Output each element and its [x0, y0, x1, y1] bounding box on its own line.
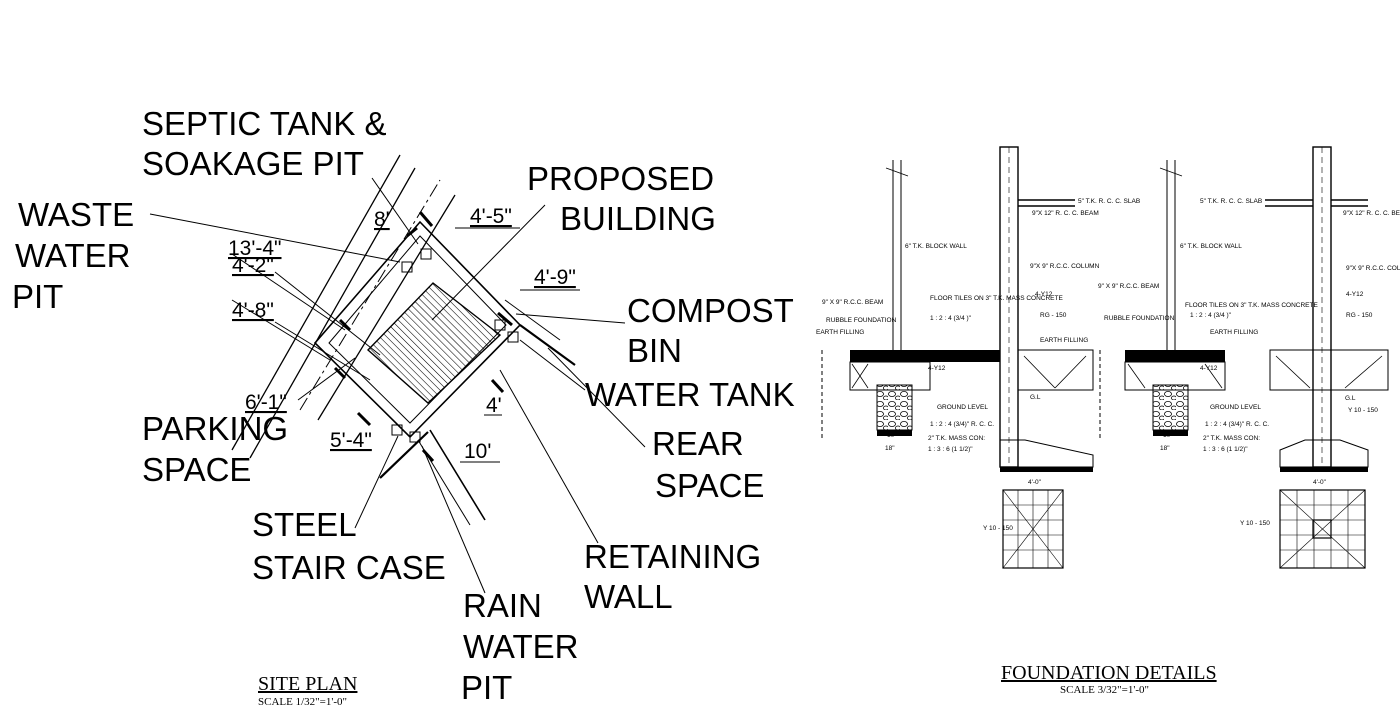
note-rg-1: RG - 150	[1040, 312, 1067, 319]
note-y10-2a: Y 10 - 150	[1348, 407, 1378, 414]
note-gl-2: G.L	[1345, 395, 1356, 402]
dim-5-4: 5'-4"	[330, 429, 372, 452]
dim-4-5: 4'-5"	[470, 205, 512, 228]
dim-13-4: 13'-4"	[228, 237, 282, 260]
dim-8: 8'	[374, 208, 390, 231]
foundation-scale: SCALE 3/32"=1'-0"	[1060, 684, 1149, 696]
dimension-ticks	[333, 211, 513, 463]
rain-water-pit-box	[409, 431, 421, 443]
note-w18-2: 18"	[1160, 445, 1170, 452]
water-tank-box	[507, 331, 519, 343]
note-w10-1: 10"	[887, 432, 897, 439]
note-y10-2: Y 10 - 150	[1240, 520, 1270, 527]
label-parking: PARKING	[142, 410, 288, 447]
dim-6-1: 6'-1"	[245, 391, 287, 414]
note-w10-2: 10"	[1163, 432, 1173, 439]
foundation-details: 5" T.K. R. C. C. SLAB 9"X 12" R. C. C. B…	[816, 146, 1400, 696]
site-plan-scale: SCALE 1/32"=1'-0"	[258, 696, 347, 708]
label-proposed: PROPOSED	[527, 160, 714, 197]
note-earth-1: EARTH FILLING	[816, 329, 864, 336]
label-stair-case: STAIR CASE	[252, 549, 446, 586]
dim-4-2: 4'-2"	[232, 254, 274, 277]
dim-4: 4'	[486, 394, 502, 417]
foundation-detail-1	[821, 146, 1094, 569]
label-wall: WALL	[584, 578, 673, 615]
note-rg-2: RG - 150	[1346, 312, 1373, 319]
site-plan: SEPTIC TANK & SOAKAGE PIT PROPOSED BUILD…	[12, 105, 795, 708]
note-mix-124-1: 1 : 2 : 4 (3/4 )"	[930, 315, 972, 322]
note-w18-1: 18"	[885, 445, 895, 452]
label-rain-pit: PIT	[461, 669, 512, 706]
label-rain: RAIN	[463, 587, 542, 624]
note-floor-tiles-2: FLOOR TILES ON 3" T.K. MASS CONCRETE	[1185, 302, 1318, 309]
note-beam-99-1: 9" X 9" R.C.C. BEAM	[822, 299, 883, 306]
note-bars-2: 4-Y12	[1346, 291, 1364, 298]
note-beam-912-1: 9"X 12" R. C. C. BEAM	[1032, 210, 1099, 217]
label-rain-water: WATER	[463, 628, 578, 665]
note-ground-1: GROUND LEVEL	[937, 404, 988, 411]
leader-lines	[149, 177, 646, 594]
foundation-title: FOUNDATION DETAILS	[1001, 662, 1217, 684]
label-parking-space: SPACE	[142, 451, 251, 488]
proposed-building-footprint	[366, 282, 502, 404]
note-bars-1b: 4-Y12	[928, 365, 946, 372]
compost-bin-box	[494, 319, 506, 331]
label-soakage-pit: SOAKAGE PIT	[142, 145, 364, 182]
label-building: BUILDING	[560, 200, 716, 237]
note-earth-2: EARTH FILLING	[1210, 329, 1258, 336]
site-plan-title: SITE PLAN	[258, 673, 357, 695]
note-block-wall-1: 6" T.K. BLOCK WALL	[905, 243, 967, 250]
note-column-2: 9"X 9" R.C.C. COLUMN	[1346, 265, 1400, 272]
note-column-1: 9"X 9" R.C.C. COLUMN	[1030, 263, 1100, 270]
note-mass-con-1: 2" T.K. MASS CON:	[928, 435, 985, 442]
note-rubble-1: RUBBLE FOUNDATION	[826, 317, 897, 324]
label-bin: BIN	[627, 332, 682, 369]
note-slab-1: 5" T.K. R. C. C. SLAB	[1078, 198, 1140, 205]
note-mix-136-1: 1 : 3 : 6 (1 1/2)"	[928, 446, 973, 453]
label-compost: COMPOST	[627, 292, 794, 329]
note-beam-912-2: 9"X 12" R. C. C. BEAM	[1343, 210, 1400, 217]
note-floor-tiles-1: FLOOR TILES ON 3" T.K. MASS CONCRETE	[930, 295, 1063, 302]
footing-plan-2	[1279, 489, 1366, 569]
label-retaining: RETAINING	[584, 538, 761, 575]
dim-4-8: 4'-8"	[232, 299, 274, 322]
label-water: WATER	[15, 237, 130, 274]
note-y10-1: Y 10 - 150	[983, 525, 1013, 532]
label-rear: REAR	[652, 425, 744, 462]
note-rcc-mix-2: 1 : 2 : 4 (3/4)" R. C. C.	[1205, 421, 1269, 428]
stair-case-box	[391, 424, 403, 436]
note-mix-136-2: 1 : 3 : 6 (1 1/2)"	[1203, 446, 1248, 453]
label-pit: PIT	[12, 278, 63, 315]
note-w40-2: 4'-0"	[1313, 479, 1327, 486]
note-block-wall-2: 6" T.K. BLOCK WALL	[1180, 243, 1242, 250]
note-gl-1: G.L	[1030, 394, 1041, 401]
foundation-detail-2	[1099, 146, 1389, 569]
label-water-tank: WATER TANK	[585, 376, 795, 413]
waste-water-pit-box	[401, 261, 413, 273]
note-bars-1: 4-Y12	[1035, 291, 1053, 298]
label-steel: STEEL	[252, 506, 357, 543]
rubble-foundation-2	[1152, 384, 1189, 431]
label-rear-space: SPACE	[655, 467, 764, 504]
note-mass-con-2: 2" T.K. MASS CON:	[1203, 435, 1260, 442]
septic-tank-box	[420, 248, 432, 260]
dim-10: 10'	[464, 440, 491, 463]
label-septic-tank: SEPTIC TANK &	[142, 105, 387, 142]
note-w40-1: 4'-0"	[1028, 479, 1042, 486]
note-ground-2: GROUND LEVEL	[1210, 404, 1261, 411]
note-earth-1b: EARTH FILLING	[1040, 337, 1088, 344]
note-bars-2b: 4-Y12	[1200, 365, 1218, 372]
label-waste: WASTE	[18, 196, 134, 233]
note-slab-2: 5" T.K. R. C. C. SLAB	[1200, 198, 1262, 205]
rubble-foundation-1	[876, 384, 913, 431]
note-rcc-mix-1: 1 : 2 : 4 (3/4)" R. C. C.	[930, 421, 994, 428]
note-mix-124-2: 1 : 2 : 4 (3/4 )"	[1190, 312, 1232, 319]
note-beam-99-2: 9" X 9" R.C.C. BEAM	[1098, 283, 1159, 290]
note-rubble-2: RUBBLE FOUNDATION	[1104, 315, 1175, 322]
dim-4-9: 4'-9"	[534, 266, 576, 289]
